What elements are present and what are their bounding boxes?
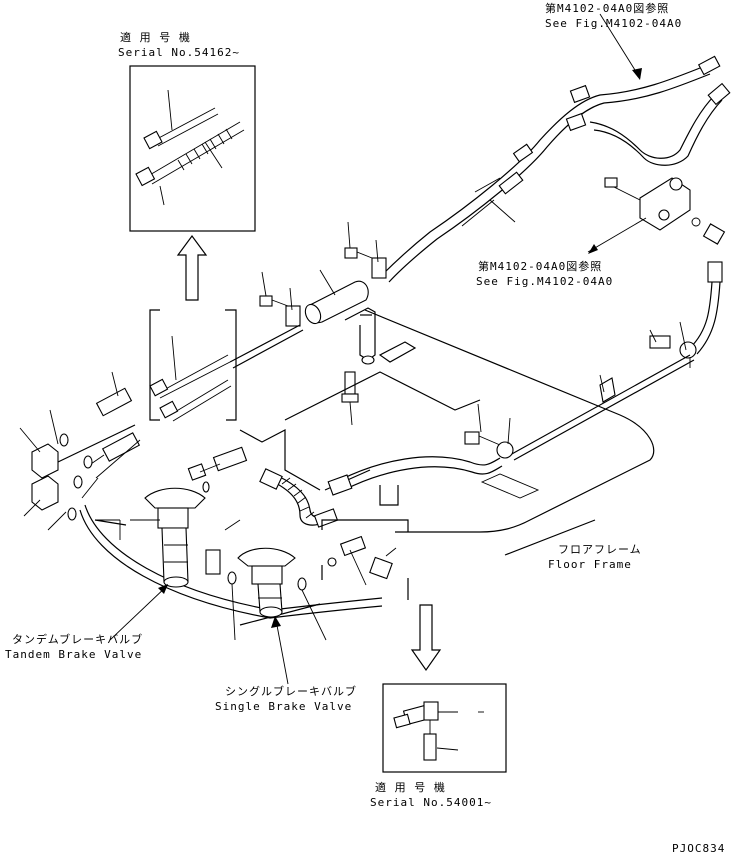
- brake-lines: [79, 354, 695, 626]
- serial-bottom-ja: 適 用 号 機: [375, 781, 446, 794]
- single-brake-valve-ja: シングルブレーキバルブ: [225, 685, 357, 698]
- serial-top-en: Serial No.54162~: [118, 46, 240, 59]
- serial-bottom-en: Serial No.54001~: [370, 796, 492, 809]
- filter-canister: [229, 221, 417, 426]
- inset-bottom-right: [382, 683, 507, 773]
- floor-frame-outline: [239, 309, 655, 556]
- detail-bracket-right: [321, 519, 409, 600]
- pipe-assembly-top: [381, 13, 731, 283]
- drawing-code: PJOC834: [672, 842, 726, 855]
- arrow-up-icon: [176, 234, 208, 301]
- tandem-brake-valve: [95, 446, 248, 641]
- detail-bracket-left: [149, 309, 237, 422]
- left-connectors: [19, 371, 141, 531]
- misc-lines: [94, 439, 241, 531]
- single-brake-valve-en: Single Brake Valve: [215, 700, 353, 713]
- valve-block-right: [587, 177, 726, 368]
- floor-frame-ja: フロアフレーム: [558, 543, 642, 556]
- inset-top-left: [129, 65, 256, 232]
- arrow-down-icon: [410, 604, 442, 672]
- floor-frame-en: Floor Frame: [548, 558, 632, 571]
- tandem-brake-valve-en: Tandem Brake Valve: [5, 648, 143, 661]
- serial-top-ja: 適 用 号 機: [120, 31, 191, 44]
- single-brake-valve: [205, 547, 327, 685]
- ref-mid-en: See Fig.M4102-04A0: [476, 275, 614, 288]
- tandem-brake-valve-ja: タンデムブレーキバルブ: [12, 633, 144, 646]
- ref-top-ja: 第M4102-04A0図参照: [545, 2, 670, 15]
- ref-top-en: See Fig.M4102-04A0: [545, 17, 683, 30]
- ref-mid-ja: 第M4102-04A0図参照: [478, 260, 603, 273]
